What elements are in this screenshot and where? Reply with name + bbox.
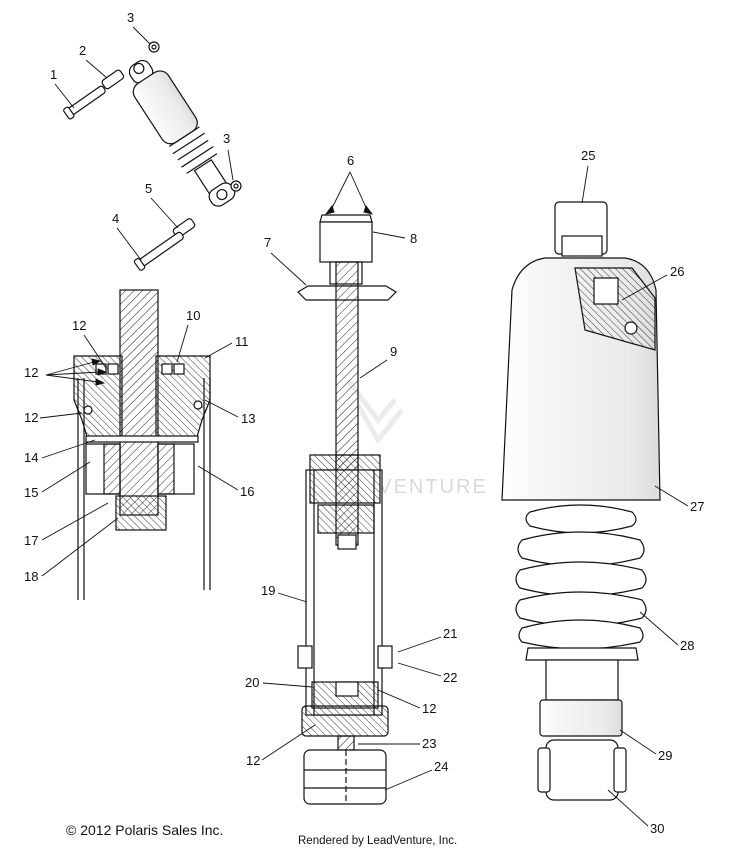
callout-leader-c29 [619,729,657,755]
callout-c18: 18 [24,569,38,584]
callout-c25: 25 [581,148,595,163]
callout-c17: 17 [24,533,38,548]
callout-leader-c19 [277,592,308,603]
callout-c12a: 12 [72,318,86,333]
callout-c11: 11 [235,334,249,349]
callout-c15: 15 [24,485,38,500]
callout-c8: 8 [410,231,417,246]
callout-leader-c14 [41,439,96,459]
callout-c12e: 12 [246,753,260,768]
callout-c24: 24 [434,759,448,774]
callout-leader-c26 [621,274,668,301]
callout-leader-c16 [197,465,239,491]
callout-leader-c4 [116,227,142,261]
callout-c1: 1 [50,67,57,82]
callout-c12c: 12 [24,410,38,425]
copyright-text: © 2012 Polaris Sales Inc. [66,822,224,838]
callout-c19: 19 [261,583,275,598]
shock-assembly-section-illustration [297,214,397,805]
seal-head-cutaway-illustration [73,289,211,600]
callout-c22: 22 [443,670,457,685]
callout-c3a: 3 [127,10,134,25]
callout-c30: 30 [650,821,664,836]
shock-overview-illustration [63,41,242,271]
callout-leader-c5 [150,197,179,229]
callout-c10: 10 [186,308,200,323]
callout-c28: 28 [680,638,694,653]
callout-leader-c12c [39,412,83,419]
callout-c4: 4 [112,211,119,226]
callout-leader-c17 [41,502,109,541]
callout-c27: 27 [690,499,704,514]
callout-leader-lines [39,26,689,827]
callout-c12d: 12 [422,701,436,716]
callout-leader-c3b [227,149,234,181]
callout-leader-c12e [261,724,316,761]
callout-leader-c22 [397,662,442,677]
callout-leader-c12a [83,334,107,369]
callout-c13: 13 [241,411,255,426]
callout-c21: 21 [443,626,457,641]
callout-leader-c20 [262,682,313,688]
callout-leader-c30 [607,789,649,827]
callout-leader-c8 [372,231,406,239]
callout-leader-c27 [654,485,689,507]
callout-c12b: 12 [24,365,38,380]
callout-c6: 6 [347,153,354,168]
callout-c26: 26 [670,264,684,279]
callout-leader-c24 [384,769,433,791]
callout-leader-c11 [204,342,233,359]
callout-c7: 7 [264,235,271,250]
callout-leader-c10 [176,324,189,363]
rendered-by-text: Rendered by LeadVenture, Inc. [298,835,458,847]
callout-leader-c9 [359,359,388,379]
callout-leader-c25 [581,165,589,204]
callout-leader-c3a [132,26,151,45]
callout-c9: 9 [390,344,397,359]
callout-leader-c15 [41,461,91,493]
callout-leader-c7 [270,252,307,286]
callout-leader-c12d [377,689,421,709]
callout-c2: 2 [79,43,86,58]
callout-c16: 16 [240,484,254,499]
callout-c23: 23 [422,736,436,751]
callout-c20: 20 [245,675,259,690]
callout-leader-c13 [204,399,239,418]
shock-external-illustration [501,201,661,801]
callout-c14: 14 [24,450,38,465]
callout-leader-c18 [41,517,119,577]
callout-c29: 29 [658,748,672,763]
callout-multi-leaders [45,171,374,386]
callout-c5: 5 [145,181,152,196]
callout-leader-c28 [639,611,679,646]
callout-leader-c21 [397,636,442,653]
callout-c3b: 3 [223,131,230,146]
callout-leader-c1 [54,83,75,109]
callout-leader-c2 [85,59,108,79]
